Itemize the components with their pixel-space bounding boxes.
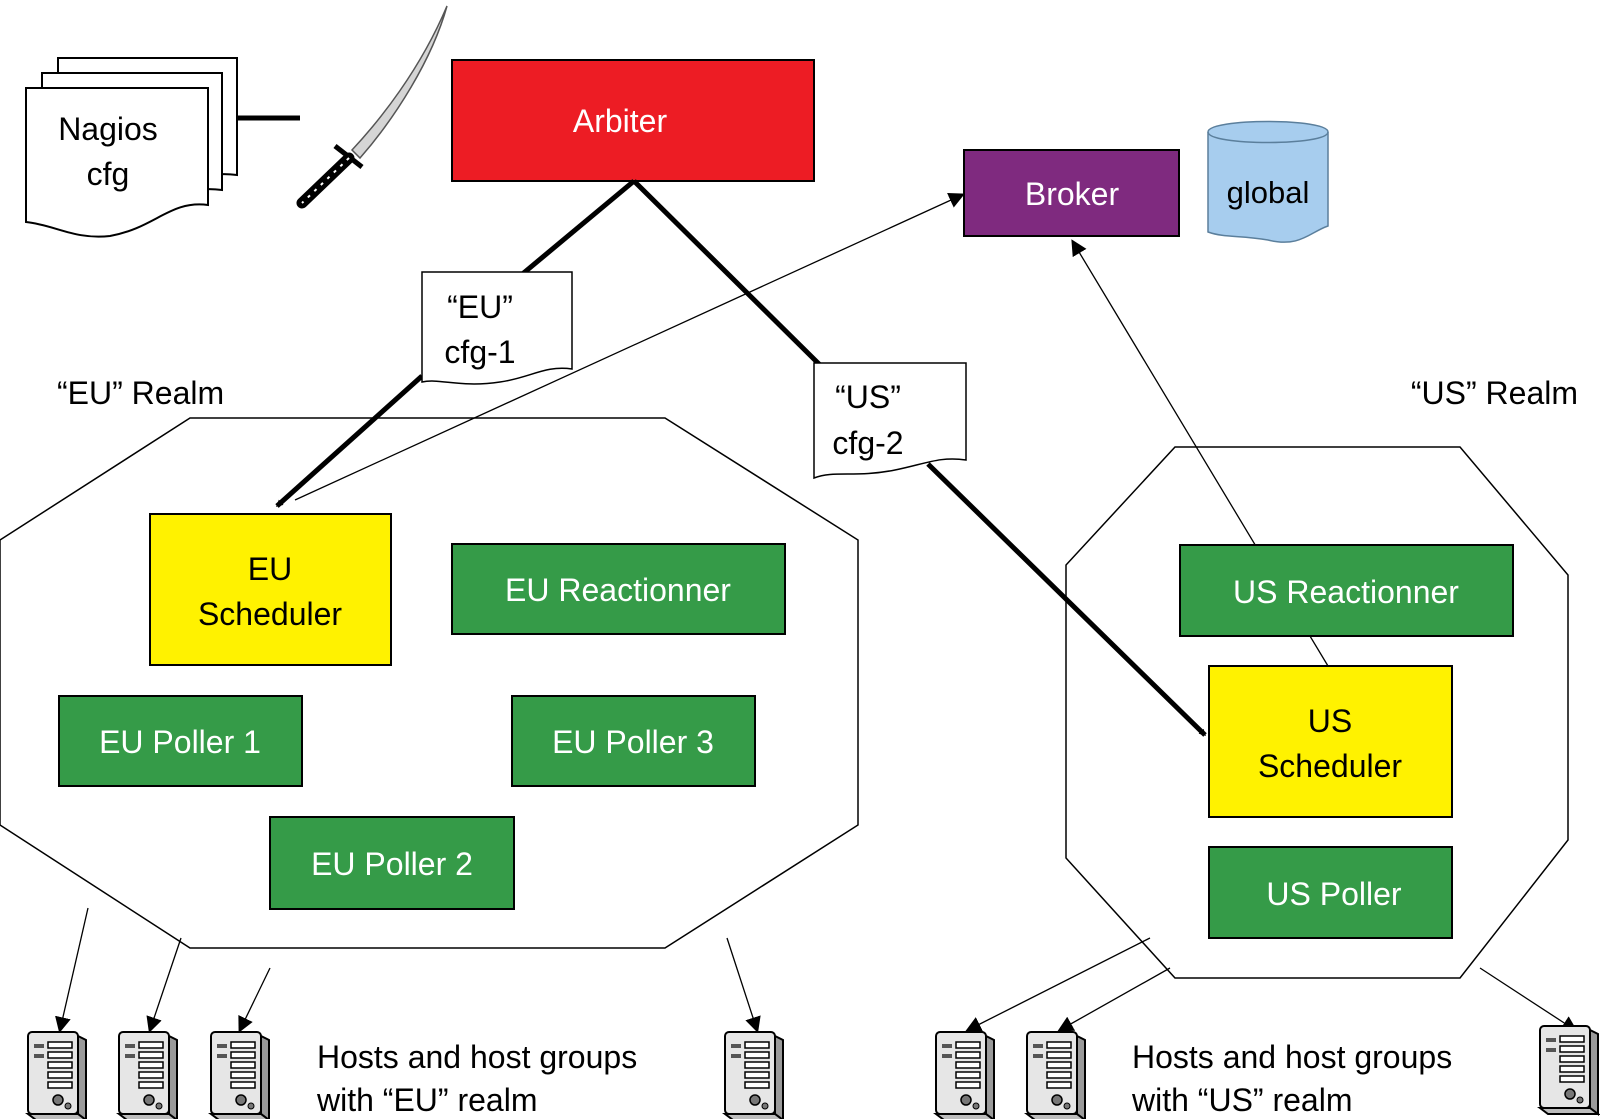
eu-host-server-icon-1 [27, 1031, 87, 1119]
arbiter-to-eu-link-upper [518, 179, 636, 278]
eu-host-arrow-3 [238, 967, 271, 1033]
us-scheduler-label-line1: US [1308, 703, 1352, 739]
us-reactionner-label: US Reactionner [1233, 574, 1459, 610]
us-reactionner-box [1179, 544, 1514, 637]
eu-config-document: “EU” cfg-1 [421, 271, 573, 385]
us-host-server-icon-3 [1539, 1025, 1599, 1115]
eu-poller-2-box [269, 816, 515, 910]
eu-host-server-icon-4 [724, 1031, 784, 1119]
arbiter-to-us-link-lower [926, 462, 1207, 737]
eu-poller-3-label: EU Poller 3 [552, 724, 714, 760]
us-host-server-icon-2 [1026, 1031, 1086, 1119]
us-scheduler-box [1208, 665, 1453, 818]
us-host-arrow-1 [965, 937, 1151, 1032]
nagios-config-files: Nagios cfg [25, 57, 238, 238]
eu-config-label-line1: “EU” [447, 289, 513, 325]
us-scheduler-label-line2: Scheduler [1258, 748, 1402, 784]
broker-box [963, 149, 1180, 237]
arbiter-label: Arbiter [573, 103, 668, 139]
eu-reactionner-box [451, 543, 786, 635]
eu-poller-2-label: EU Poller 2 [311, 846, 473, 882]
eu-poller-1-label: EU Poller 1 [99, 724, 261, 760]
eu-host-arrow-1 [55, 907, 89, 1034]
broker-label: Broker [1025, 176, 1120, 212]
eu-host-arrow-2 [146, 937, 182, 1034]
eu-scheduler-label-line1: EU [248, 551, 292, 587]
eu-scheduler-label-line2: Scheduler [198, 596, 342, 632]
eu-host-server-icon-2 [118, 1031, 178, 1119]
arbiter-to-us-link-upper [632, 179, 822, 367]
eu-reactionner-label: EU Reactionner [505, 572, 731, 608]
eu-hosts-caption-line2: with “EU” realm [316, 1082, 537, 1118]
eu-realm-boundary [0, 417, 859, 949]
us-config-label-line1: “US” [835, 379, 901, 415]
eu-poller-1-box [58, 695, 303, 787]
us-realm-boundary [1065, 446, 1569, 979]
katana-icon [296, 5, 448, 209]
us-poller-label: US Poller [1266, 876, 1402, 912]
eu-scheduler-to-broker-link [294, 193, 965, 501]
eu-realm-label: “EU” Realm [57, 375, 224, 411]
eu-config-label-line2: cfg-1 [444, 334, 515, 370]
global-database-label: global [1227, 175, 1310, 210]
eu-poller-3-box [511, 695, 756, 787]
us-host-arrow-3 [1479, 967, 1578, 1032]
global-database-icon [1207, 120, 1329, 243]
us-host-server-icon-1 [935, 1031, 995, 1119]
eu-host-server-icon-3 [210, 1031, 270, 1119]
nagios-config-label-line1: Nagios [58, 111, 158, 147]
us-hosts-caption-line1: Hosts and host groups [1132, 1039, 1452, 1075]
nagios-config-label-line2: cfg [87, 156, 130, 192]
us-poller-box [1208, 846, 1453, 939]
eu-host-arrow-4 [726, 937, 761, 1034]
arbiter-to-eu-link-lower [275, 374, 424, 508]
arbiter-box [451, 59, 815, 182]
us-realm-label: “US” Realm [1411, 375, 1578, 411]
us-config-label-line2: cfg-2 [832, 425, 903, 461]
us-hosts-caption-line2: with “US” realm [1131, 1082, 1352, 1118]
us-host-arrow-2 [1057, 967, 1171, 1032]
eu-scheduler-box [149, 513, 392, 666]
us-config-document: “US” cfg-2 [813, 362, 967, 480]
eu-hosts-caption-line1: Hosts and host groups [317, 1039, 637, 1075]
